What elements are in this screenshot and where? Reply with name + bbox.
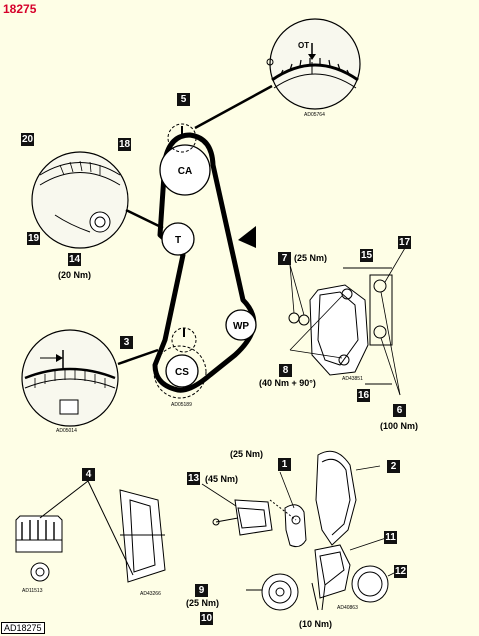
callout-20: 20 <box>21 133 34 146</box>
figure-number: 18275 <box>3 2 37 16</box>
callout-9: 9 <box>195 584 208 597</box>
torque-label-14: (20 Nm) <box>58 270 92 280</box>
callout-11: 11 <box>384 531 397 544</box>
tensioner-bracket <box>288 267 393 385</box>
code-gear-detail: AD11513 <box>22 588 43 594</box>
callout-6: 6 <box>393 404 406 417</box>
torque-label-7: (25 Nm) <box>294 253 328 263</box>
water-pump-pulley-label: WP <box>233 321 249 332</box>
ot-mark-label: OT <box>298 41 309 50</box>
callout-17: 17 <box>398 236 411 249</box>
torque-label-13: (45 Nm) <box>205 474 239 484</box>
document-reference: AD18275 <box>1 622 45 634</box>
crank-detail-circle <box>21 329 119 427</box>
callout-18: 18 <box>118 138 131 151</box>
gear-detail <box>15 480 166 583</box>
torque-label-6: (100 Nm) <box>380 421 419 431</box>
callout-1: 1 <box>278 458 291 471</box>
callout-12: 12 <box>394 565 407 578</box>
code-main: AD05189 <box>171 402 192 408</box>
code-tensioner-detail: AD05014 <box>56 428 77 434</box>
timing-belt <box>152 132 257 393</box>
callout-15: 15 <box>360 249 373 262</box>
camshaft-pulley-label: CA <box>178 166 192 177</box>
tensioner-detail-circle <box>31 151 129 249</box>
torque-label-8: (40 Nm + 90°) <box>259 378 316 388</box>
callout-8: 8 <box>279 364 292 377</box>
code-bracket: AD43851 <box>342 376 363 382</box>
callout-19: 19 <box>27 232 40 245</box>
callout-14: 14 <box>68 253 81 266</box>
callout-7: 7 <box>278 252 291 265</box>
crankshaft-pulley-label: CS <box>175 367 189 378</box>
tensioner-pulley-label: T <box>175 235 181 246</box>
torque-label-9: (25 Nm) <box>186 598 220 608</box>
torque-label-1: (25 Nm) <box>230 449 264 459</box>
callout-5: 5 <box>177 93 190 106</box>
ot-detail-circle <box>266 18 361 110</box>
code-covers: AD40863 <box>337 605 358 611</box>
callout-3: 3 <box>120 336 133 349</box>
code-lock-detail: AD43266 <box>140 591 161 597</box>
components-exploded <box>212 450 389 611</box>
callout-16: 16 <box>357 389 370 402</box>
callout-4: 4 <box>82 468 95 481</box>
callout-2: 2 <box>387 460 400 473</box>
callout-10: 10 <box>200 612 213 625</box>
code-ot-detail: AD05764 <box>304 112 325 118</box>
callout-13: 13 <box>187 472 200 485</box>
torque-label-10: (10 Nm) <box>299 619 333 629</box>
